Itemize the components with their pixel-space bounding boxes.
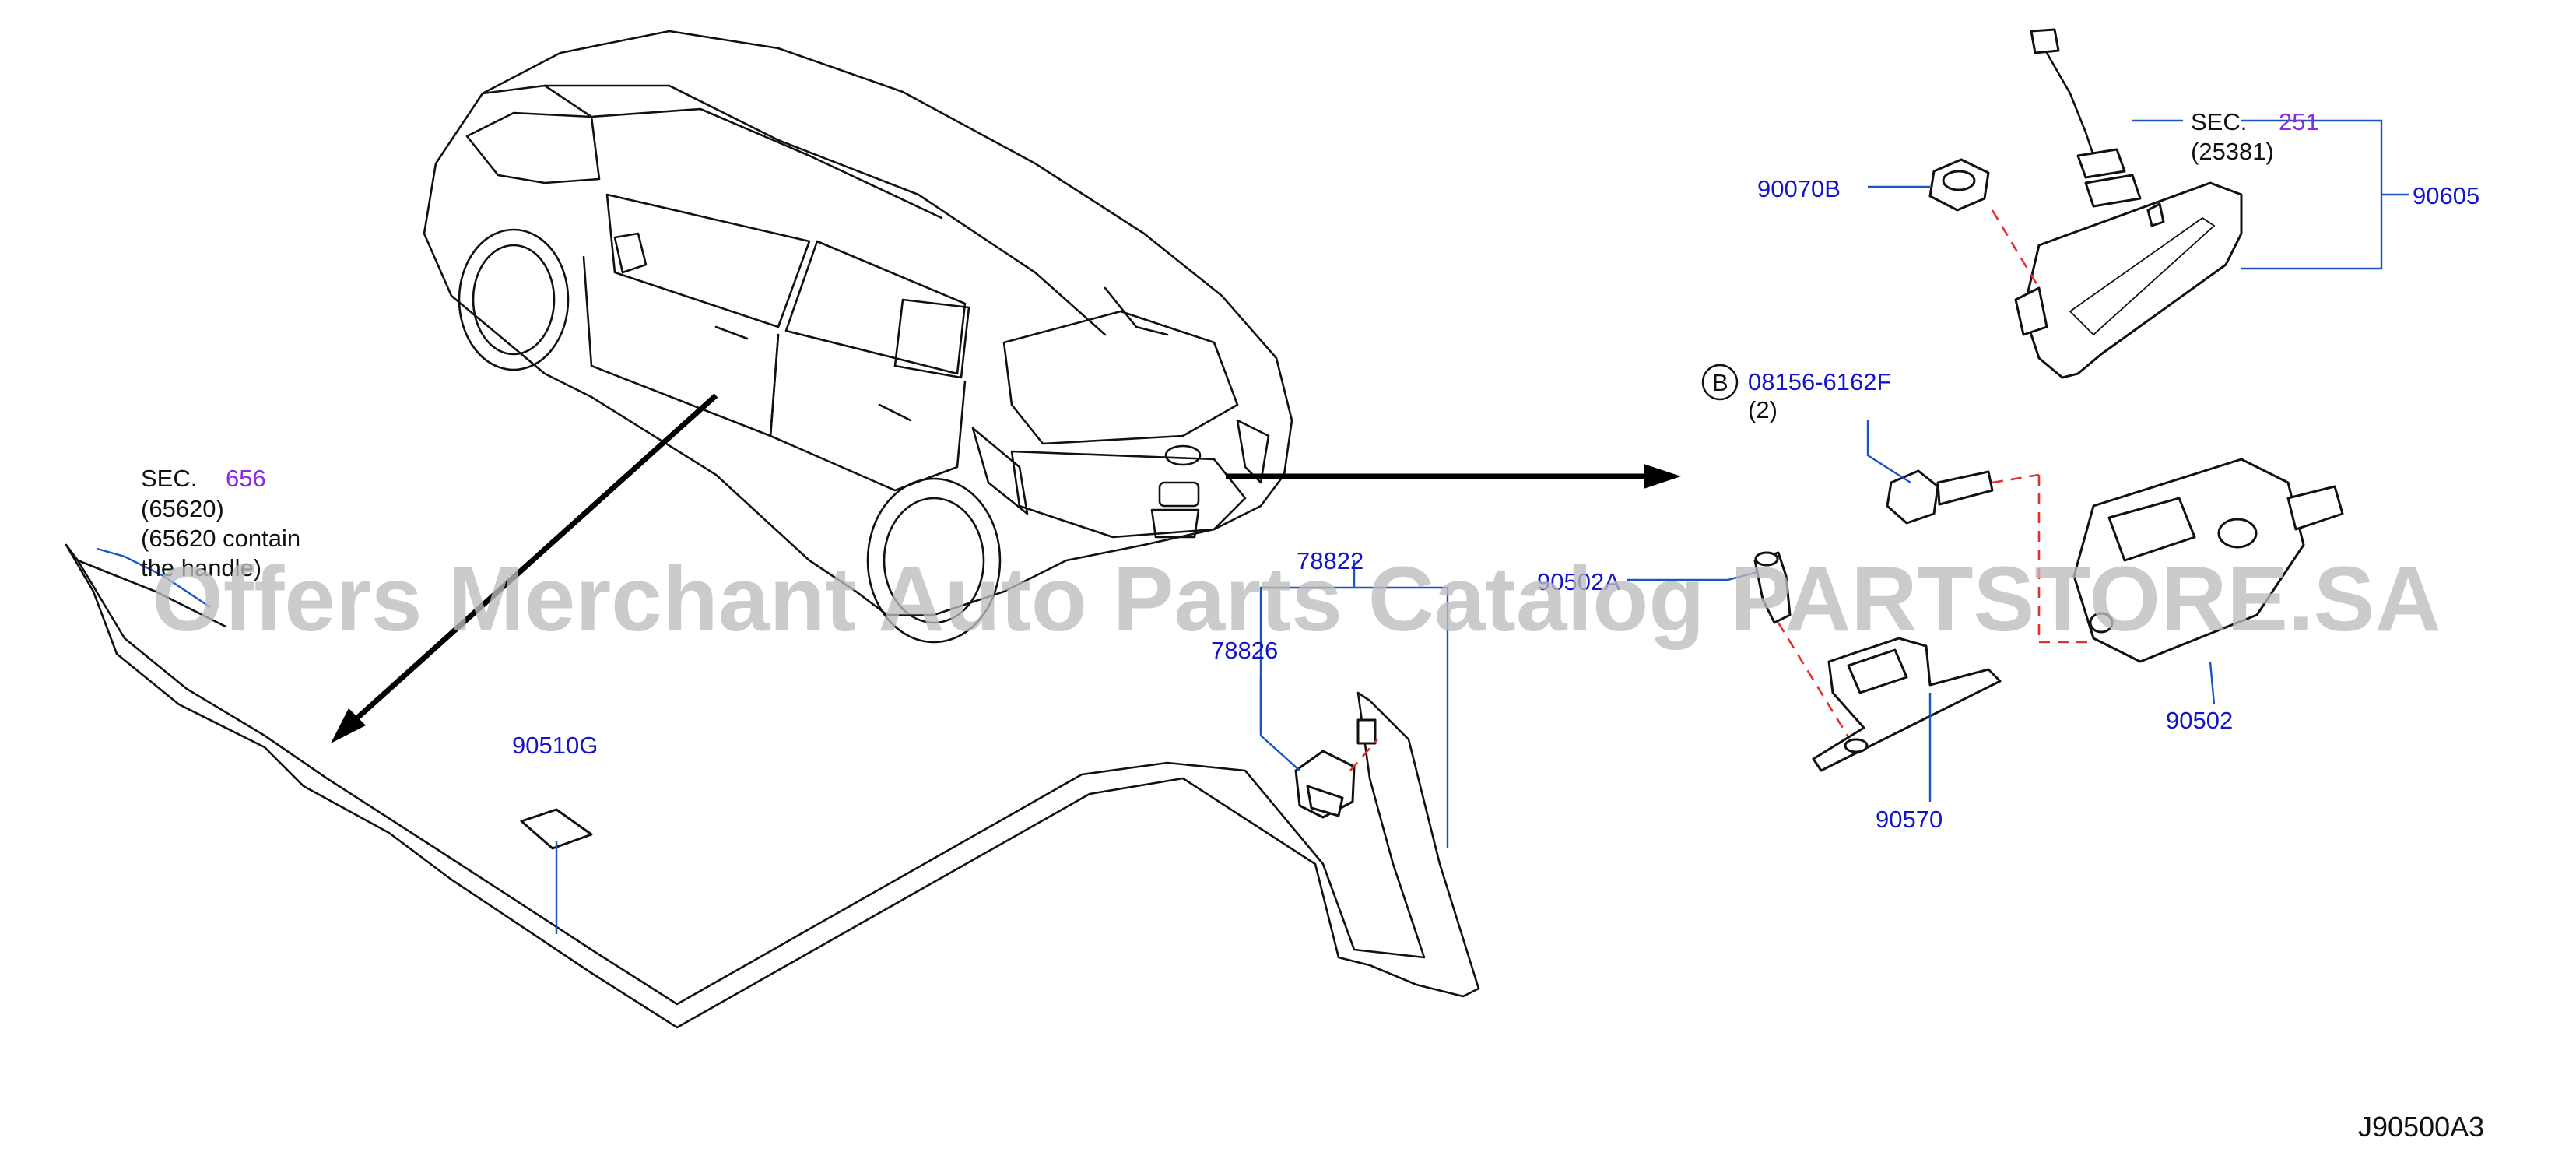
label-90510g[interactable]: 90510G [512,732,598,759]
sec-656-line2: (65620 contain [141,525,300,552]
back-door-handle-90605 [2014,28,2243,379]
car-illustration [423,30,1293,644]
label-90070b[interactable]: 90070B [1757,175,1841,202]
door-switch-78826 [1294,718,1378,819]
sec-656-prefix: SEC. [141,465,197,492]
label-90570[interactable]: 90570 [1876,806,1943,833]
side-mirror [613,232,648,274]
label-08156-quantity: (2) [1748,396,1778,423]
watermark-text: Offers Merchant Auto Parts Catalog PARTS… [152,548,2441,651]
floor-pad-90510g [520,808,593,850]
label-90605[interactable]: 90605 [2413,182,2479,209]
rear-wheel [866,477,1002,644]
bolt-08156-6162f [1886,469,2040,525]
bolt-marker-circle [1701,364,1739,401]
striker-90570 [1812,637,2002,772]
sec-656-number[interactable]: 656 [226,465,266,492]
leader-lines [97,119,2409,934]
nut-90070b [1928,158,2041,289]
floor-trim-panel [65,543,1480,1029]
sec-251-line1: (25381) [2191,138,2274,165]
label-90502a[interactable]: 90502A [1537,568,1620,595]
front-wheel [458,228,570,371]
bolt-marker-letter: B [1712,369,1728,396]
label-78822[interactable]: 78822 [1297,547,1363,574]
labels: 78822 78826 90510G 90502A 90502 90570 90… [141,108,2484,1143]
sec-251-prefix: SEC. [2191,108,2247,135]
arrow-to-floor-panel [344,393,718,730]
back-door-lock-90502 [2037,458,2344,663]
label-78826[interactable]: 78826 [1211,637,1278,664]
drawing-code: J90500A3 [2358,1111,2484,1143]
callout-arrows [331,393,1681,743]
label-08156-6162f[interactable]: 08156-6162F [1748,368,1891,395]
clip-90502a [1753,551,1854,744]
sec-656-line1: (65620) [141,495,224,522]
sec-656-line3: the handle) [141,554,261,581]
sec-251-number[interactable]: 251 [2279,108,2319,135]
label-90502[interactable]: 90502 [2166,707,2233,734]
